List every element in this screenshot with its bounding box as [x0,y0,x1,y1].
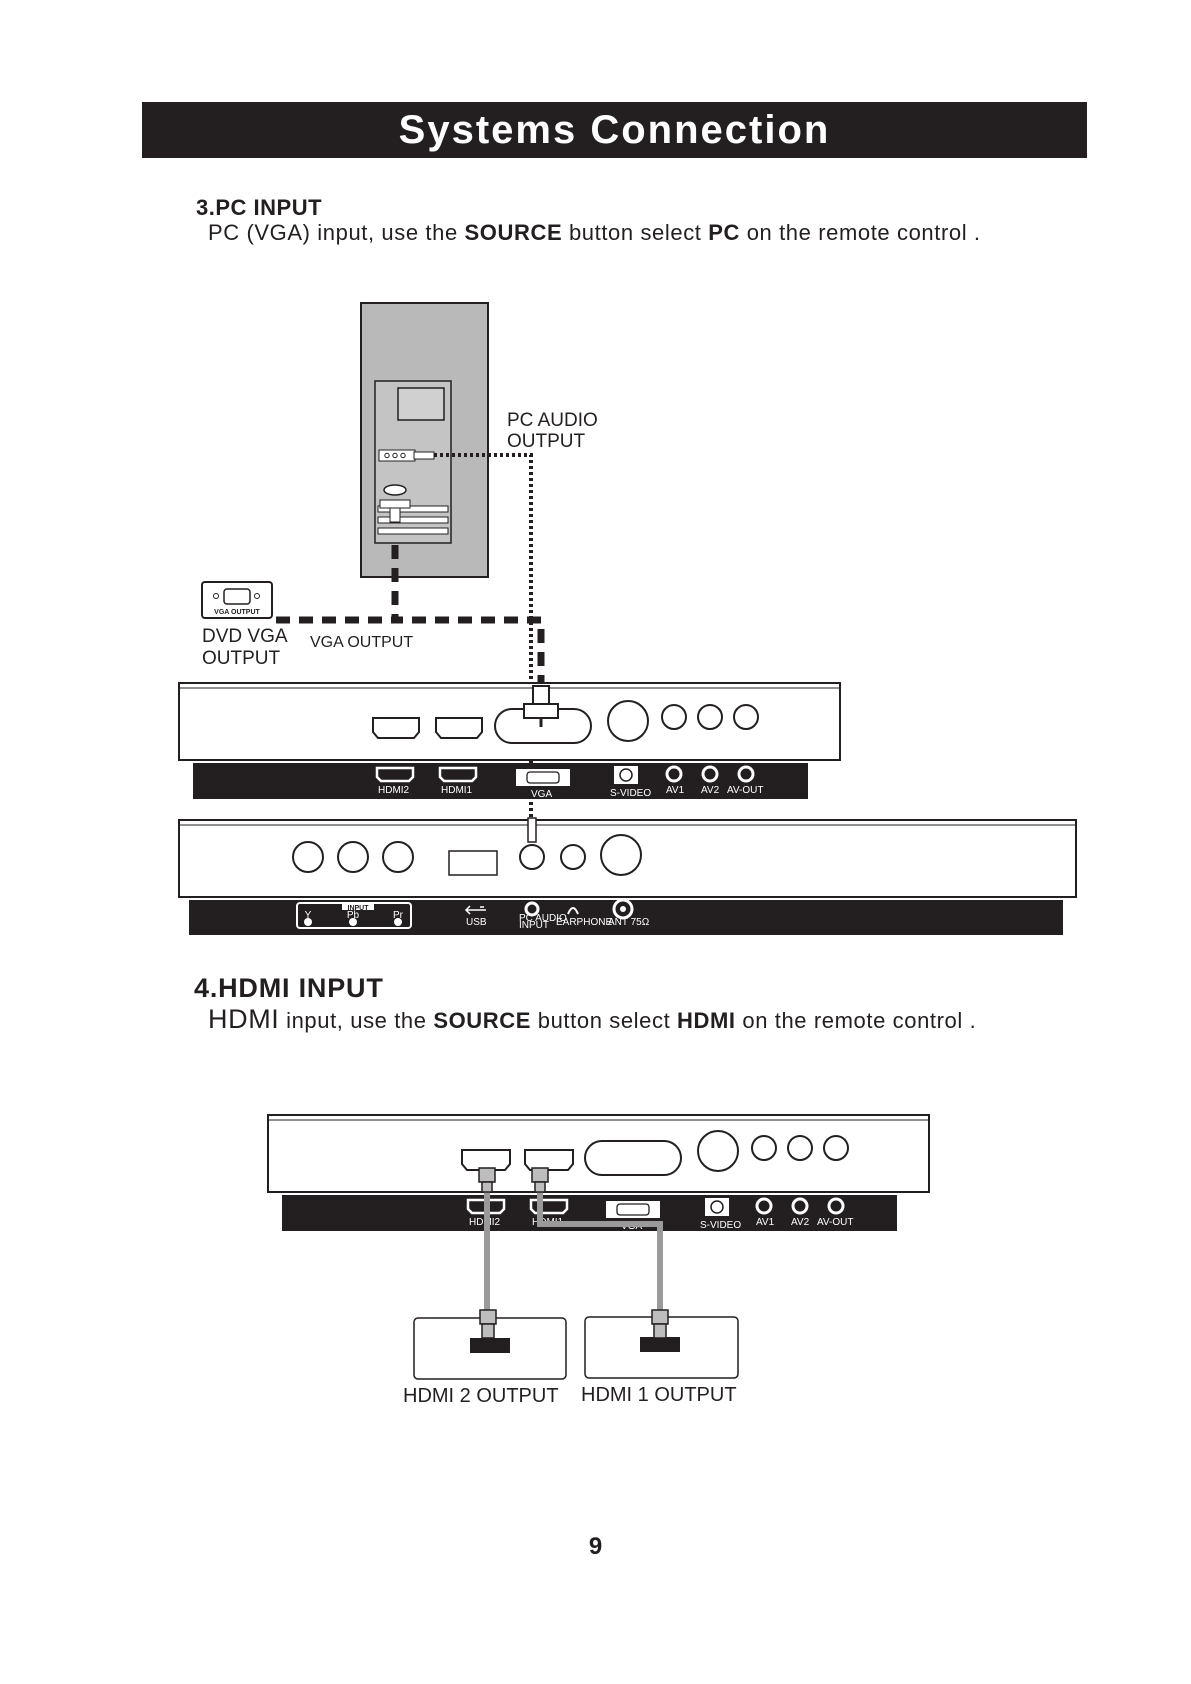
title-banner: Systems Connection [142,102,1087,158]
port-label-hdmi2: HDMI2 [378,785,410,796]
port-label-usb: USB [466,917,487,928]
pc-tower [360,302,489,578]
instruction-text: input, use the [279,1008,434,1033]
pc-input-instruction: PC (VGA) input, use the SOURCE button se… [208,220,981,246]
tv-top-panel: HDMI2 HDMI1 VGA S-VIDEO AV1 AV2 AV-OUT [178,682,841,800]
port-label-svideo: S-VIDEO [610,788,651,799]
usb-icon [464,905,486,915]
tv-bottom-panel: INPUT Y Pb Pr USB PC AUDIO INPUT EARPHON… [178,817,1077,935]
dvd-vga-output-line2: OUTPUT [202,648,281,669]
port-label-av2: AV2 [701,785,720,796]
vga-output-port-label: VGA OUTPUT [214,609,260,616]
hdmi-big-text: HDMI [208,1004,280,1034]
pc-audio-cable [434,453,533,822]
port-label-earphone: EARPHONE [556,917,612,928]
vga-output-label: VGA OUTPUT [310,634,413,651]
port-label-ant: ANT 75Ω [608,917,650,928]
pc-audio-label-line1: PC AUDIO [507,410,598,431]
source-keyword: SOURCE [464,220,563,245]
section-heading-hdmi-input: 4.HDMI INPUT [194,973,384,1003]
pc-keyword: PC [708,220,740,245]
instruction-text: on the remote control . [740,220,981,245]
port-label-y: Y [305,910,312,921]
instruction-text: button select [531,1008,678,1033]
hdmi-input-instruction: HDMI input, use the SOURCE button select… [208,1004,976,1035]
pc-audio-label-line2: OUTPUT [507,431,586,452]
dvd-vga-output-device: VGA OUTPUT [201,581,273,619]
instruction-text: on the remote control . [735,1008,977,1033]
section-heading-pc-input: 3.PC INPUT [196,195,323,220]
port-label-pc-audio-input-2: INPUT [519,920,549,931]
port-label-vga: VGA [531,789,552,800]
port-label-pb: Pb [347,910,360,921]
page-title: Systems Connection [398,107,831,152]
source-keyword: SOURCE [433,1008,532,1033]
vga-cable [276,545,545,690]
port-label-av1: AV1 [666,785,685,796]
hdmi-keyword: HDMI [677,1008,736,1033]
port-label-hdmi1: HDMI1 [441,785,473,796]
earphone-icon [567,907,579,915]
port-label-pc-audio-input-1: PC AUDIO [519,913,567,924]
dvd-vga-output-line1: DVD VGA [202,626,288,647]
port-label-pr: Pr [393,910,404,921]
port-label-input: INPUT [348,905,370,912]
page-number: 9 [588,1533,603,1560]
instruction-text: button select [562,220,709,245]
port-label-av-out: AV-OUT [727,785,763,796]
instruction-text: PC (VGA) input, use the [208,220,465,245]
